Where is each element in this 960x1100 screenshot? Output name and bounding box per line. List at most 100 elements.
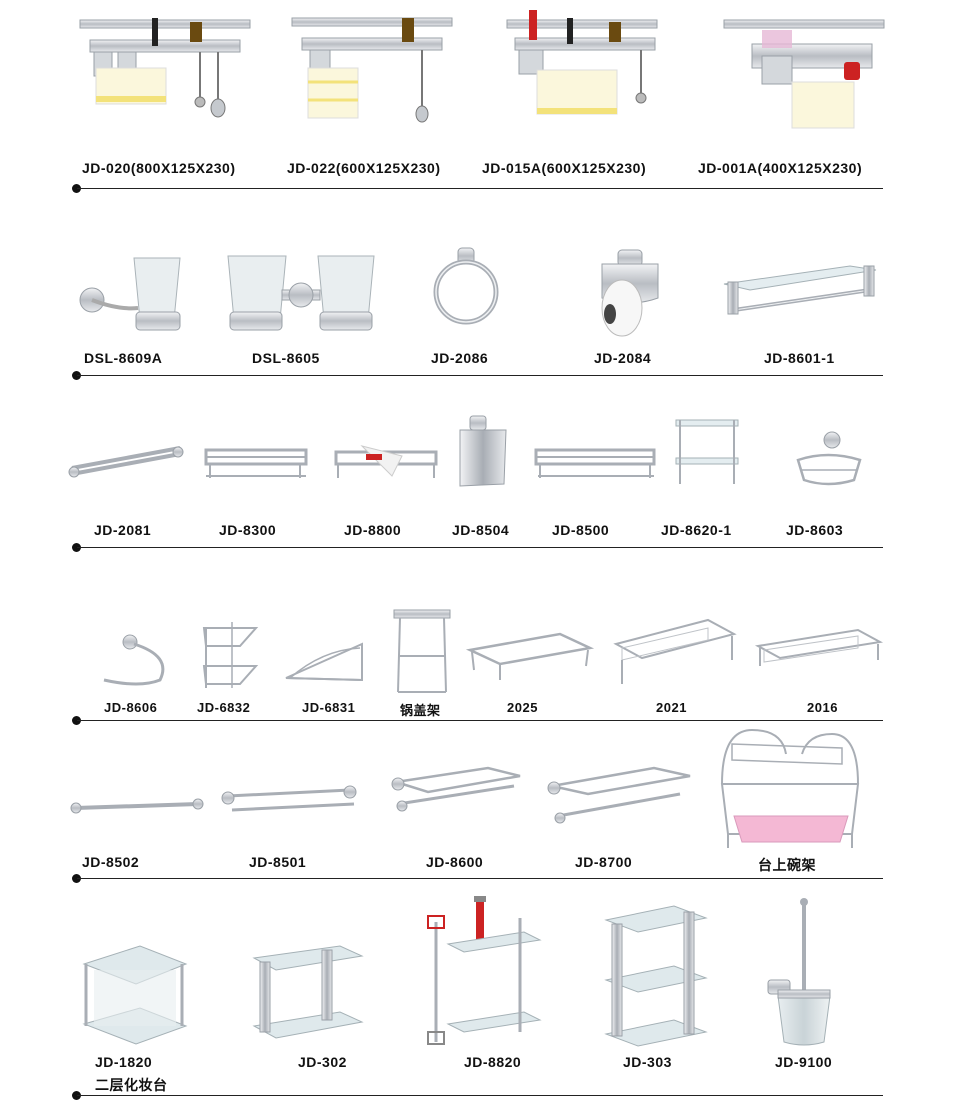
double-glass-shelf-icon: [675, 419, 739, 484]
product-jd-6831[interactable]: [282, 640, 368, 692]
row-divider: [77, 547, 883, 548]
product-jd-8504[interactable]: [456, 414, 510, 490]
double-glass-shelf-icon: [252, 945, 364, 1039]
product-jd-8601-1[interactable]: [720, 260, 880, 330]
product-jd-8800[interactable]: [332, 436, 442, 486]
row-divider: [77, 375, 883, 376]
product-label: JD-8300: [219, 522, 277, 538]
product-jd-8620-1[interactable]: [672, 414, 742, 490]
towel-rack-icon: [334, 445, 438, 478]
product-label: JD-6831: [302, 700, 356, 715]
product-label: JD-8603: [786, 522, 844, 538]
row-divider: [77, 1095, 883, 1096]
kitchen-rack-icon: [506, 10, 658, 115]
towel-rack-icon: [547, 766, 691, 824]
product-label: JD-6832: [197, 700, 251, 715]
row-divider: [77, 720, 883, 721]
wire-dish-rack-icon: [613, 618, 737, 684]
glass-shelf-icon: [723, 265, 877, 315]
triple-glass-shelf-icon: [604, 905, 708, 1047]
divider-bullet: [72, 1091, 81, 1100]
dish-rack-icon: [720, 728, 860, 848]
product-jd-022[interactable]: [290, 10, 460, 130]
product-label: JD-020(800X125X230): [82, 160, 236, 176]
product-jd-8820[interactable]: [420, 892, 550, 1050]
product-jd-9100[interactable]: [764, 896, 844, 1048]
wire-dish-rack-icon: [754, 628, 884, 666]
product-label: JD-8620-1: [661, 522, 732, 538]
soap-basket-icon: [796, 431, 862, 486]
product-subtitle: 二层化妆台: [95, 1077, 168, 1093]
product-label: JD-8606: [104, 700, 158, 715]
product-label: JD-015A(600X125X230): [482, 160, 647, 176]
product-label: JD-2081: [94, 522, 152, 538]
product-jd-020[interactable]: [79, 10, 260, 170]
tumbler-holder-icon: [79, 257, 181, 331]
product-dsl-8609a[interactable]: [78, 250, 198, 340]
product-jd-8500[interactable]: [532, 446, 658, 486]
product-label: JD-302: [298, 1054, 347, 1070]
towel-bar-icon: [70, 798, 204, 814]
product-label: 锅盖架: [400, 703, 441, 718]
product-label: JD-001A(400X125X230): [698, 160, 863, 176]
corner-basket-icon: [202, 622, 259, 688]
product-dsl-8605[interactable]: [226, 250, 376, 340]
product-pot-lid-rack[interactable]: [390, 606, 454, 696]
product-label: 2025: [507, 700, 538, 715]
product-jd-2084[interactable]: [596, 246, 666, 342]
product-jd-303[interactable]: [602, 900, 710, 1048]
product-label: JD-022(600X125X230): [287, 160, 441, 176]
divider-bullet: [72, 874, 81, 883]
product-label: 2021: [656, 700, 687, 715]
product-label: JD-2086: [431, 350, 489, 366]
towel-bar-icon: [68, 446, 184, 478]
product-label: DSL-8609A: [84, 350, 163, 366]
product-jd-8700[interactable]: [544, 764, 694, 826]
product-label: JD-8501: [249, 854, 307, 870]
product-2021[interactable]: [612, 614, 738, 690]
double-glass-shelf-icon: [427, 896, 542, 1045]
towel-rack-icon: [204, 448, 308, 478]
product-jd-8603[interactable]: [794, 430, 864, 486]
product-label: 2016: [807, 700, 838, 715]
kitchen-rack-icon: [79, 18, 251, 118]
divider-bullet: [72, 716, 81, 725]
double-tumbler-holder-icon: [227, 255, 375, 331]
product-jd-001a[interactable]: [722, 10, 887, 130]
product-jd-8600[interactable]: [388, 764, 524, 820]
product-label: JD-8700: [575, 854, 633, 870]
product-jd-8300[interactable]: [200, 446, 310, 486]
product-label: JD-8504: [452, 522, 510, 538]
product-jd-2081[interactable]: [68, 440, 184, 484]
divider-bullet: [72, 371, 81, 380]
product-jd-1820[interactable]: [80, 944, 190, 1048]
product-label: JD-8800: [344, 522, 402, 538]
towel-rack-icon: [465, 632, 595, 680]
product-jd-8502[interactable]: [70, 796, 204, 816]
toilet-paper-holder-icon: [459, 415, 507, 487]
double-towel-bar-icon: [221, 785, 357, 812]
product-jd-6832[interactable]: [200, 618, 260, 694]
towel-rack-icon: [534, 448, 656, 478]
product-label: JD-8820: [464, 1054, 522, 1070]
towel-rack-icon: [391, 766, 521, 812]
product-2025[interactable]: [465, 630, 595, 686]
divider-bullet: [72, 543, 81, 552]
product-jd-8501[interactable]: [220, 782, 358, 822]
product-2016[interactable]: [754, 626, 884, 682]
product-jd-8606[interactable]: [100, 632, 174, 688]
toilet-brush-holder-icon: [767, 898, 831, 1046]
pot-lid-rack-icon: [393, 609, 451, 693]
product-jd-302[interactable]: [250, 940, 366, 1044]
product-label: JD-8601-1: [764, 350, 835, 366]
product-label: JD-2084: [594, 350, 652, 366]
product-label: JD-8500: [552, 522, 610, 538]
towel-ring-icon: [103, 634, 165, 686]
product-countertop-dish-rack[interactable]: [712, 724, 862, 852]
row-divider: [77, 188, 883, 189]
kitchen-rack-icon: [723, 19, 885, 129]
product-label: JD-9100: [775, 1054, 833, 1070]
product-jd-015a[interactable]: [505, 10, 665, 130]
product-jd-2086[interactable]: [430, 244, 505, 334]
product-label: 台上碗架: [758, 857, 816, 873]
